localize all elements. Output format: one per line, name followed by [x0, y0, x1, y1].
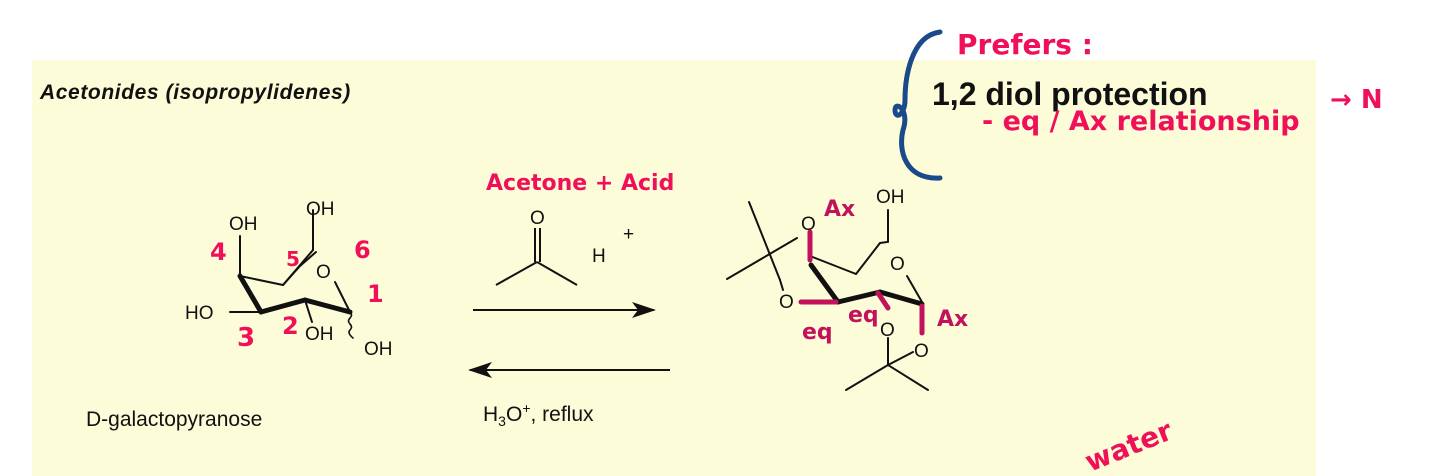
carbon-5: 5: [286, 247, 300, 271]
atom-o: O: [801, 214, 816, 235]
product-structure: [726, 201, 929, 391]
relationship-note: - eq / Ax relationship: [982, 106, 1300, 137]
atom-oh: OH: [306, 199, 335, 220]
acetone-structure: [495, 228, 578, 286]
bond-highlights: [798, 229, 925, 336]
arrow-note: → N: [1330, 85, 1383, 115]
prefers-note: Prefers :: [957, 28, 1093, 61]
label-ax-c1: Ax: [937, 307, 968, 332]
atom-o: O: [914, 341, 929, 362]
carbon-6: 6: [354, 236, 371, 264]
label-eq-c3: eq: [802, 320, 833, 345]
label-eq-c2: eq: [848, 303, 879, 328]
reactant-atom-labels: OH OH O HO OH OH: [185, 199, 393, 360]
acetone-oxygen: O: [530, 208, 545, 229]
acid-charge: +: [623, 224, 634, 245]
cond-h: H: [483, 403, 499, 426]
reactant-structure: [229, 209, 354, 339]
carbon-1: 1: [367, 280, 384, 308]
atom-ring-o: O: [316, 262, 331, 283]
heading-diol-protection: 1,2 diol protection: [932, 76, 1208, 112]
atom-oh: OH: [229, 214, 258, 235]
cond-sub: 3: [498, 413, 506, 430]
cond-sup: +: [522, 400, 531, 416]
curly-brace-icon: [892, 29, 943, 181]
atom-oh: OH: [364, 339, 393, 360]
atom-ring-o: O: [890, 254, 905, 275]
carbon-2: 2: [282, 312, 299, 340]
content-panel: [32, 60, 1316, 476]
atom-oh: OH: [876, 187, 905, 208]
acid-h: H: [592, 246, 606, 267]
reactant-name: D-galactopyranose: [86, 408, 263, 431]
water-note: water: [1080, 414, 1177, 476]
product-atom-labels: OH O O O O O: [779, 187, 929, 362]
atom-o: O: [779, 292, 794, 313]
cond-o: O: [505, 403, 523, 426]
label-ax-top: Ax: [824, 197, 855, 222]
carbon-number-annotations: 4 5 6 1 2 3: [210, 236, 384, 353]
carbon-4: 4: [210, 238, 227, 266]
atom-ho: HO: [185, 303, 214, 324]
atom-oh: OH: [305, 324, 334, 345]
carbon-3: 3: [237, 323, 255, 353]
cond-rest: , reflux: [530, 403, 594, 426]
reagent-note: Acetone + Acid: [486, 171, 674, 196]
reverse-condition: H3O+, reflux: [483, 400, 594, 429]
section-title: Acetonides (isopropylidenes): [40, 81, 351, 104]
atom-o: O: [880, 320, 895, 341]
axial-equatorial-labels: Ax Ax eq eq: [802, 197, 968, 345]
